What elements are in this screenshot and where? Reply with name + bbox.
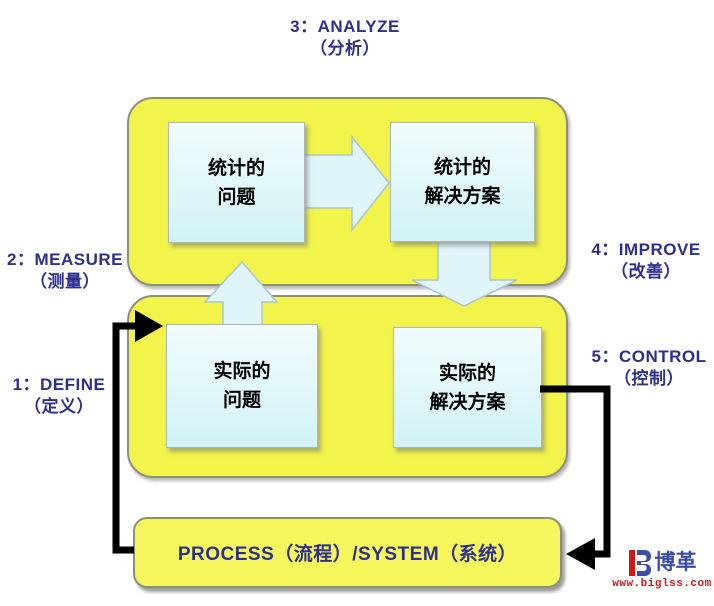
biglss-logo-url: www.biglss.com [612,578,712,590]
label-analyze-cn: （分析） [310,39,380,58]
box-statistical-problem: 统计的 问题 [168,122,305,243]
label-improve-cn: （改善） [611,262,681,281]
process-system-label: PROCESS（流程）/SYSTEM（系统） [177,544,518,565]
label-control-cn: （控制） [614,369,684,388]
biglss-logo: 博革 www.biglss.com [612,549,712,590]
process-system-box: PROCESS（流程）/SYSTEM（系统） [133,517,562,588]
biglss-logo-mark-icon [628,550,651,576]
label-analyze-en: 3：ANALYZE [290,17,400,36]
box-practical-problem-line1: 实际的 [213,361,271,382]
biglss-logo-name: 博革 [654,551,697,574]
label-analyze: 3：ANALYZE （分析） [255,16,435,60]
label-control-en: 5：CONTROL [591,347,707,366]
label-define-cn: （定义） [24,397,94,416]
label-measure-cn: （测量） [30,272,100,291]
box-statistical-problem-line2: 问题 [217,186,256,208]
box-practical-solution-line2: 解决方案 [429,391,506,413]
label-improve-en: 4：IMPROVE [591,240,701,259]
label-control: 5：CONTROL （控制） [584,346,714,390]
label-improve: 4：IMPROVE （改善） [580,239,712,283]
box-statistical-solution-line2: 解决方案 [424,186,501,207]
box-practical-problem: 实际的 问题 [166,324,318,448]
box-practical-problem-line2: 问题 [222,390,261,411]
box-practical-solution: 实际的 解决方案 [393,327,542,448]
label-measure-en: 2：MEASURE [7,250,123,269]
connector-control-arrowhead-icon [566,538,595,570]
box-statistical-problem-line1: 统计的 [207,157,265,179]
box-practical-solution-line1: 实际的 [438,362,496,384]
box-statistical-solution-line1: 统计的 [433,157,491,178]
label-measure: 2：MEASURE （测量） [0,249,130,293]
label-define: 1：DEFINE （定义） [0,374,118,418]
label-define-en: 1：DEFINE [12,375,106,394]
box-statistical-solution: 统计的 解决方案 [390,122,535,242]
